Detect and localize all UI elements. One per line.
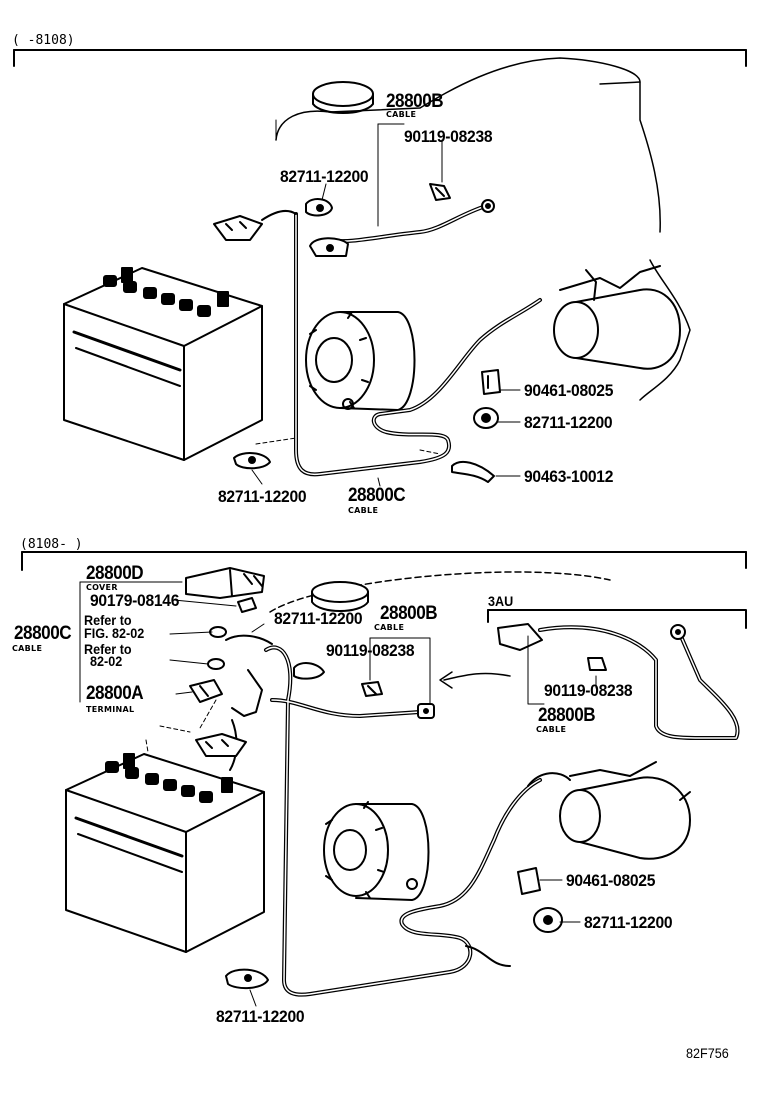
starter-motor-bottom — [559, 761, 691, 860]
part-90461-08025-label: 90461-08025 — [524, 381, 614, 400]
part-82711-12200-label: 82711-12200 — [274, 609, 363, 628]
cable-28800b-top — [328, 204, 488, 244]
clamp-90463-10012-top — [451, 460, 495, 483]
alternator-top — [305, 311, 416, 411]
starter-motor-top — [553, 265, 681, 370]
battery-terminal-bottom — [195, 733, 247, 757]
3au-terminal — [497, 623, 686, 651]
clamp-82711-12200-a-top — [305, 198, 333, 217]
part-90119-08238-label: 90119-08238 — [326, 641, 415, 660]
engine-outline-bottom — [269, 571, 611, 613]
cable-28800c-bottom — [264, 645, 542, 997]
figure-code: 82F756 — [686, 1045, 729, 1061]
oil-filler-cap-bottom — [311, 581, 369, 612]
part-28800c-caption: CABLE — [12, 644, 43, 653]
clip-90461-08025-bottom — [517, 867, 541, 895]
part-28800b-caption: CABLE — [374, 623, 405, 632]
clamp-82711-12200-c-bottom — [225, 968, 269, 990]
part-28800c-label: 28800C — [348, 485, 406, 506]
battery-bottom — [65, 753, 265, 953]
part-90119-08238-label: 90119-08238 — [404, 127, 493, 146]
top-section-frame — [13, 49, 747, 67]
bolt-90119-3au — [587, 657, 607, 671]
cable-lug-top — [481, 199, 495, 213]
cable-terminal-top — [309, 237, 349, 257]
part-28800b-3au-caption: CABLE — [536, 725, 567, 734]
terminal-nuts — [207, 626, 273, 717]
cover-28800d — [185, 567, 265, 599]
terminal-28800a — [189, 679, 223, 703]
battery-top — [63, 267, 263, 461]
part-90119-08238-label: 90119-08238 — [544, 681, 633, 700]
part-82711-12200-label: 82711-12200 — [218, 487, 307, 506]
part-82711-12200-label: 82711-12200 — [216, 1007, 305, 1026]
leader-lines-bottom — [79, 581, 597, 1007]
cable-28800c-bottom-inner — [265, 646, 541, 996]
variant-3au-label: 3AU — [488, 593, 514, 609]
engine-outline-top — [275, 57, 691, 401]
part-90461-08025-label: 90461-08025 — [566, 871, 656, 890]
refer-label-2a: Refer to — [84, 641, 132, 657]
part-28800a-caption: TERMINAL — [86, 705, 135, 714]
part-28800b-caption: CABLE — [386, 110, 417, 119]
part-28800d-label: 28800D — [86, 563, 144, 584]
cable-lug-bottom — [417, 703, 435, 719]
part-28800c-caption: CABLE — [348, 506, 379, 515]
range-label-bottom: (8108- ) — [20, 537, 83, 552]
alternator-bottom — [323, 801, 430, 901]
cable-branch-bottom — [229, 719, 571, 967]
leader-lines-top — [251, 119, 521, 487]
3au-subframe — [487, 609, 747, 629]
clamp-82711-12200-b-top — [473, 407, 499, 429]
part-90179-08146-label: 90179-08146 — [90, 591, 180, 610]
clamp-82711-12200-a-bottom — [293, 662, 325, 680]
part-28800d-caption: COVER — [86, 583, 118, 592]
part-90463-10012-label: 90463-10012 — [524, 467, 614, 486]
clamp-82711-12200-b-bottom — [533, 907, 563, 933]
part-82711-12200-label: 82711-12200 — [524, 413, 613, 432]
part-28800b-label: 28800B — [386, 91, 444, 112]
bolt-90119-top — [429, 183, 451, 201]
part-82711-12200-label: 82711-12200 — [280, 167, 369, 186]
part-28800b-3au-label: 28800B — [538, 705, 596, 726]
bottom-section-frame — [21, 551, 747, 571]
bolt-90179-08146 — [237, 597, 257, 613]
cable-28800c-inner — [295, 213, 541, 476]
cable-28800b-inner — [329, 205, 487, 242]
arrow-3au — [439, 671, 511, 689]
refer-label-1a: Refer to — [84, 612, 132, 628]
part-28800c-label: 28800C — [14, 623, 72, 644]
refer-label-2b: 82-02 — [90, 653, 123, 669]
bolt-90119-bottom — [361, 681, 383, 697]
oil-filler-cap-top — [312, 81, 374, 114]
part-28800a-label: 28800A — [86, 683, 144, 704]
range-label-top: ( -8108) — [12, 33, 75, 48]
part-28800b-label: 28800B — [380, 603, 438, 624]
refer-label-1b: FIG. 82-02 — [84, 625, 145, 641]
clamp-82711-12200-c-top — [233, 452, 271, 470]
part-82711-12200-label: 82711-12200 — [584, 913, 673, 932]
cable-28800b-3au-inner — [539, 626, 739, 739]
battery-terminal-top — [213, 209, 297, 241]
clip-90461-08025-top — [481, 369, 501, 395]
